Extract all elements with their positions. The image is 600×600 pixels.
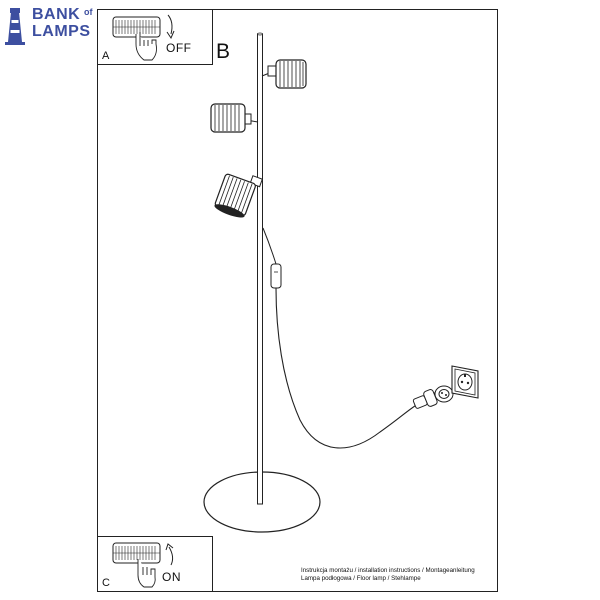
step-b-letter: B xyxy=(216,40,231,63)
instruction-page-frame xyxy=(97,9,498,592)
footer-product-line: Lampa podłogowa / Floor lamp / Stehlampe xyxy=(301,575,421,582)
lamp-pole xyxy=(257,33,263,505)
brand-logo: BANK of LAMPS xyxy=(2,4,142,48)
step-a-panel: A OFF xyxy=(97,9,213,65)
arrow-up-icon xyxy=(165,543,174,566)
lamp-shade-top xyxy=(261,59,307,89)
inline-switch xyxy=(270,263,282,289)
plug-icon xyxy=(412,389,442,409)
socket-adapter xyxy=(434,385,454,403)
lamp-cable-lower xyxy=(275,287,419,449)
lamp-cable-upper xyxy=(262,227,277,265)
brand-bank-text: BANK xyxy=(32,6,81,23)
step-c-letter: C xyxy=(102,577,110,589)
step-c-panel: C ON xyxy=(97,536,213,592)
hand-switch-icon xyxy=(112,16,161,61)
step-a-off-label: OFF xyxy=(166,41,192,55)
lighthouse-icon xyxy=(5,8,25,45)
brand-lamps-text: LAMPS xyxy=(32,23,91,40)
step-a-letter: A xyxy=(102,50,110,62)
step-c-on-label: ON xyxy=(162,570,181,584)
footer-instructions-line: Instrukcja montażu / installation instru… xyxy=(301,567,475,574)
brand-of-text: of xyxy=(84,7,93,17)
arrow-down-icon xyxy=(166,14,175,40)
lamp-shade-bottom xyxy=(214,173,263,218)
wall-socket-icon xyxy=(451,365,479,399)
hand-switch-icon xyxy=(112,542,161,588)
lamp-shade-middle xyxy=(210,103,259,133)
